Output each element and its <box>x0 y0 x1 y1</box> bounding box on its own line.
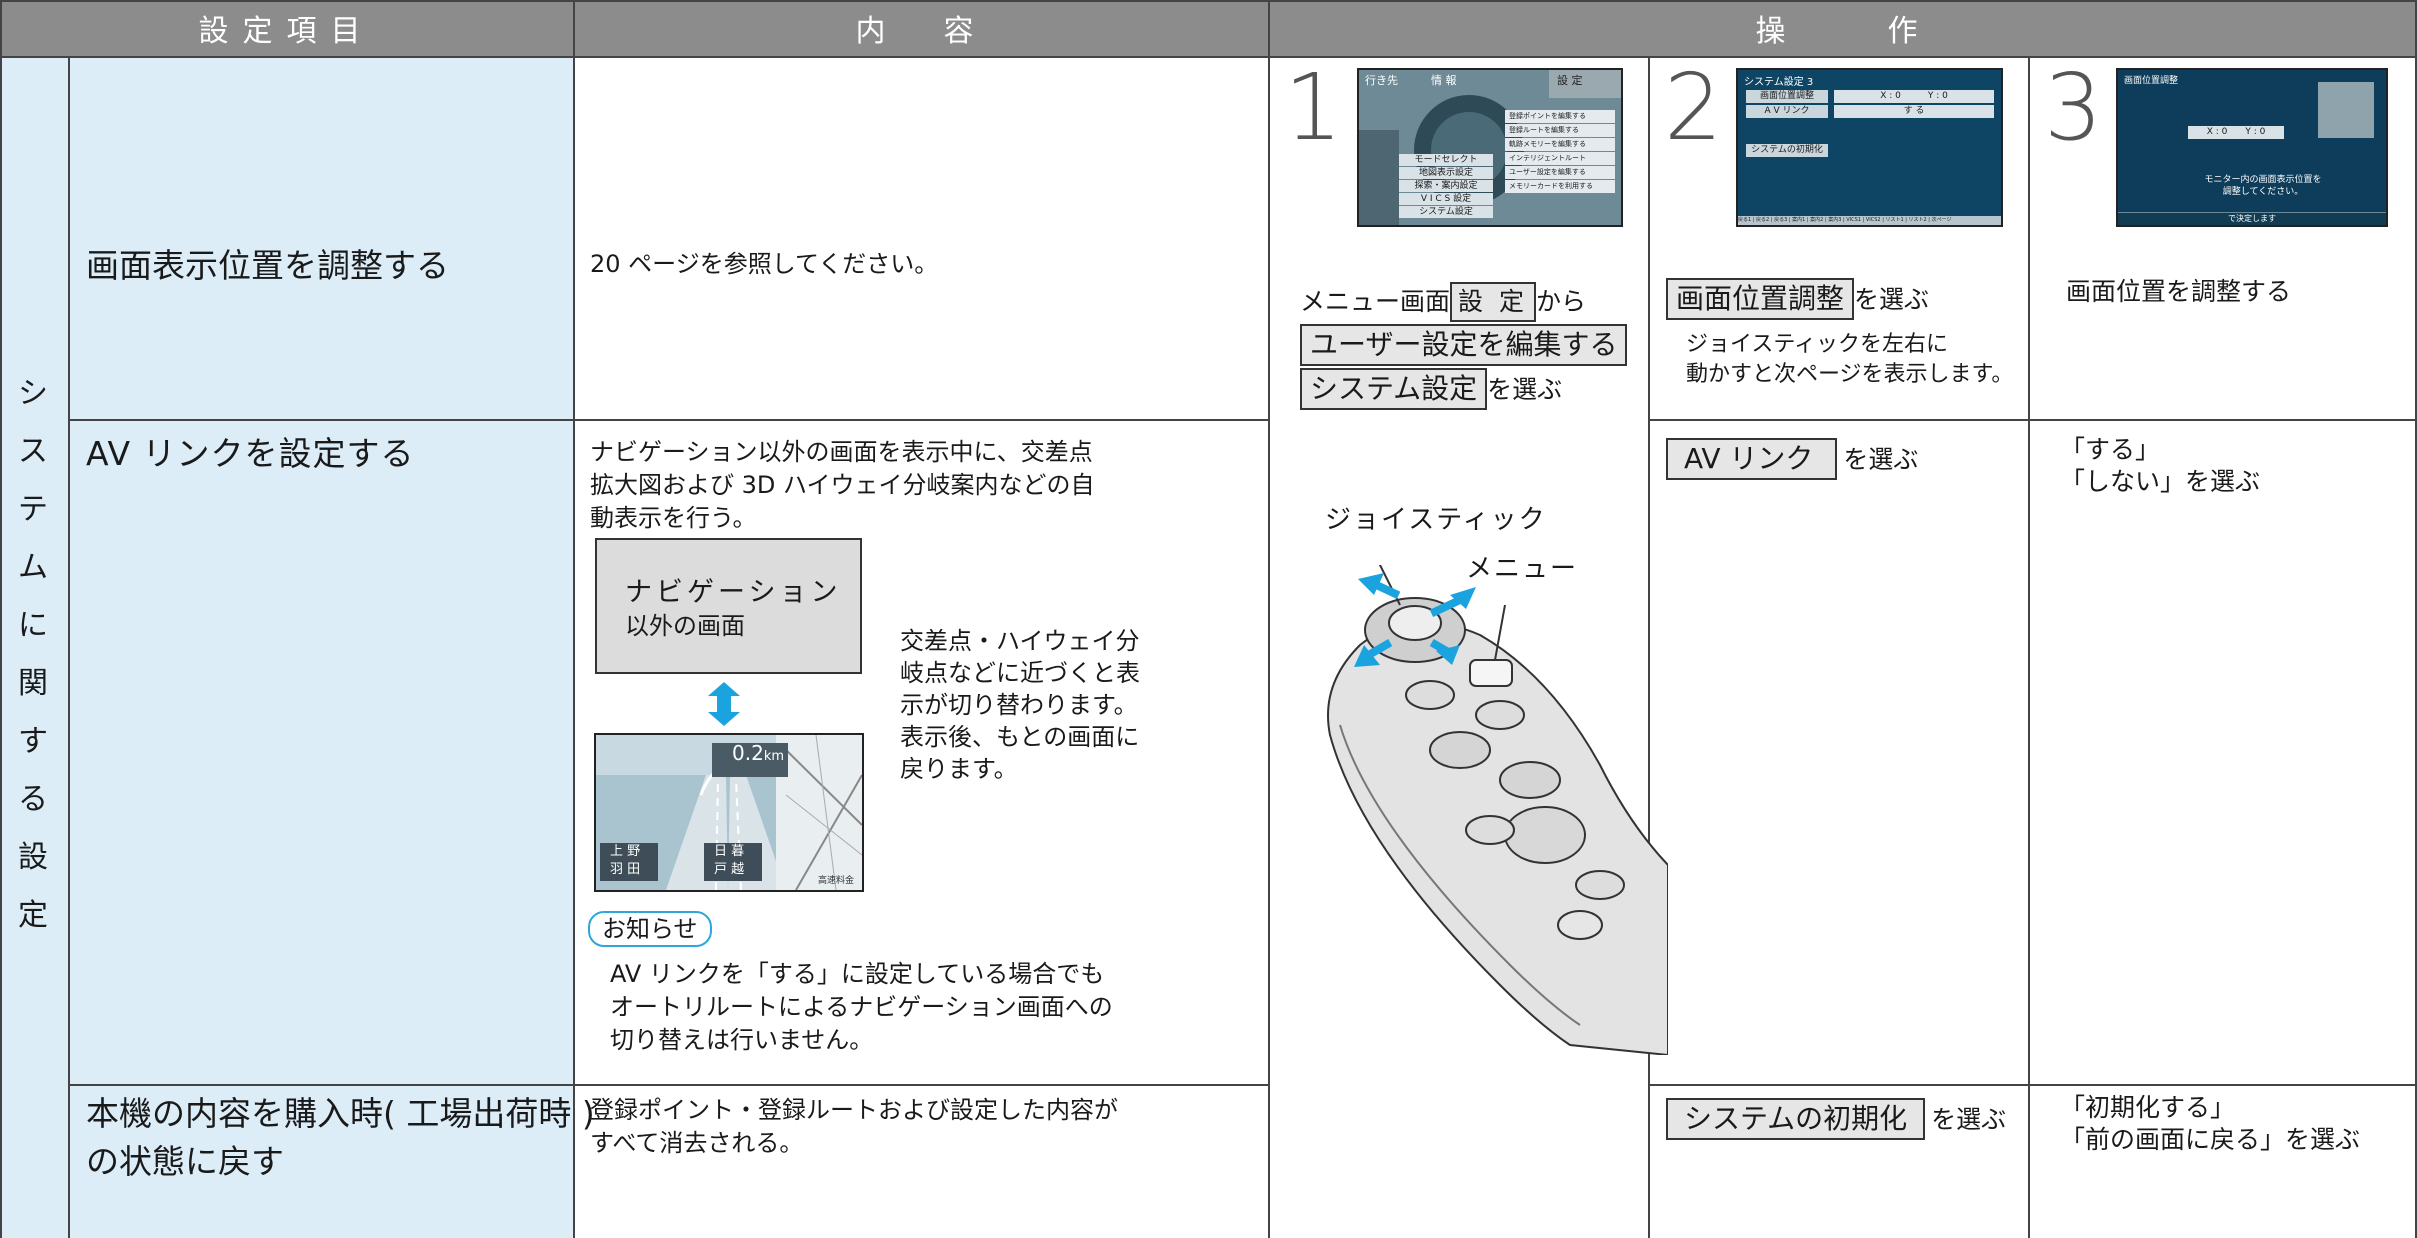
section-title-char: ス <box>18 434 48 469</box>
step3-bottom: で決定します <box>2118 212 2386 225</box>
step2-init: システムの初期化 <box>1746 144 1828 157</box>
step2-screen-title: システム設定 3 <box>1744 77 1814 88</box>
desc-screen-position: 20 ページを参照してください。 <box>590 250 939 278</box>
switch-note-line: 示が切り替わります。 <box>900 691 1138 719</box>
step1-left-menu: モードセレクト 地図表示設定 探索・案内設定 V I C S 設定 システム設定 <box>1399 154 1493 218</box>
switch-arrow-icon <box>708 682 740 726</box>
step2-row1-op: 画面位置調整を選ぶ <box>1666 278 1929 320</box>
section-title-char: る <box>18 782 48 817</box>
step1-instructions: メニュー画面設 定から ユーザー設定を編集する システム設定を選ぶ <box>1300 280 1628 412</box>
screen-position-button[interactable]: 画面位置調整 <box>1666 278 1855 320</box>
step3-message: モニター内の画面表示位置を 調整してください。 <box>2204 175 2322 197</box>
highway-distance: 0.2km <box>732 741 785 765</box>
nav-box-line: ナビゲーション <box>625 577 842 608</box>
notice-label: お知らせ <box>588 911 712 947</box>
section-title-char: テ <box>18 492 48 527</box>
step3-screen-title: 画面位置調整 <box>2124 76 2179 86</box>
step1-menu-screen: 行き先 情 報 設 定 モードセレクト 地図表示設定 探索・案内設定 V I C… <box>1357 68 1623 227</box>
step2-row1-note: ジョイスティックを左右に 動かすと次ページを表示します。 <box>1686 332 2014 387</box>
header-content: 内 容 <box>575 0 1268 56</box>
highway-junction-screen: 0.2km 上 野羽 田 日 暮戸 越 高速料金 <box>594 733 864 892</box>
step3-number: 3 <box>2044 54 2103 161</box>
av-link-button[interactable]: AV リンク <box>1666 438 1838 480</box>
item-factory-reset: 本機の内容を購入時( 工場出荷時 ) の状態に戻す <box>86 1094 595 1181</box>
remote-control-icon <box>1327 565 1668 1055</box>
desc-factory-reset: 登録ポイント・登録ルートおよび設定した内容が すべて消去される。 <box>590 1096 1118 1157</box>
step2-row: A V リンク <box>1746 105 1828 118</box>
section-title-char: 定 <box>18 898 48 933</box>
section-title-char: ム <box>18 550 48 585</box>
menu-label: メニュー <box>1466 554 1579 584</box>
notice-line: AV リンクを「する」に設定している場合でも <box>610 960 1105 988</box>
nav-screen-box: ナビゲーション 以外の画面 <box>595 538 862 674</box>
notice-line: オートリルートによるナビゲーション画面への <box>610 993 1113 1021</box>
item-screen-position: 画面表示位置を調整する <box>86 246 449 285</box>
desc-line: 動表示を行う。 <box>590 504 757 532</box>
section-title-char: 設 <box>18 840 48 875</box>
desc-av-link: ナビゲーション以外の画面を表示中に、交差点 拡大図および 3D ハイウェイ分岐案… <box>590 436 1095 535</box>
highway-right-names: 日 暮戸 越 <box>714 844 745 877</box>
switch-note-line: 岐点などに近づくと表 <box>900 659 1140 687</box>
notice-line: 切り替えは行いません。 <box>610 1026 874 1054</box>
step2-row: 画面位置調整 <box>1746 90 1828 103</box>
step1-tab: 設 定 <box>1557 74 1583 87</box>
step1-tab: 情 報 <box>1431 74 1457 87</box>
step3-pattern <box>2318 82 2374 138</box>
notice-text: AV リンクを「する」に設定している場合でも オートリルートによるナビゲーション… <box>610 958 1113 1057</box>
step1-right-menu: 登録ポイントを編集する 登録ルートを編集する 軌跡メモリーを編集する インテリジ… <box>1505 110 1615 193</box>
highway-left-names: 上 野羽 田 <box>610 844 641 877</box>
step1-number: 1 <box>1284 54 1343 161</box>
switch-note-line: 交差点・ハイウェイ分 <box>900 627 1140 655</box>
desc-line: 拡大図および 3D ハイウェイ分岐案内などの自 <box>590 471 1095 499</box>
highway-tag: 高速料金 <box>818 876 855 886</box>
system-settings-button[interactable]: システム設定 <box>1300 368 1488 410</box>
step1-tab: 行き先 <box>1365 74 1398 87</box>
joystick-label: ジョイスティック <box>1325 505 1547 535</box>
step2-system-settings-screen: システム設定 3 画面位置調整 A V リンク X : 0 Y : 0 す る … <box>1736 68 2003 227</box>
item-column-bg <box>70 57 573 1238</box>
header-operation: 操 作 <box>1270 0 2417 56</box>
highway-illustration <box>596 735 862 890</box>
desc-line: ナビゲーション以外の画面を表示中に、交差点 <box>590 438 1093 466</box>
section-column-bg <box>0 57 68 1238</box>
settings-button[interactable]: 設 定 <box>1450 282 1536 322</box>
section-title-char: に <box>18 608 48 643</box>
nav-box-line: 以外の画面 <box>625 612 745 640</box>
system-init-button[interactable]: システムの初期化 <box>1666 1098 1926 1140</box>
section-title-char: シ <box>18 376 48 411</box>
step2-row2-op: AV リンクを選ぶ <box>1666 438 1918 480</box>
step3-row2-op: 「する」 「しない」を選ぶ <box>2060 435 2261 496</box>
step3-row1-op: 画面位置を調整する <box>2066 277 2292 306</box>
header-settings: 設定項目 <box>0 0 573 56</box>
step2-row3-op: システムの初期化を選ぶ <box>1666 1098 2006 1140</box>
step3-screen-adjust: 画面位置調整 X : 0 Y : 0 モニター内の画面表示位置を 調整してくださ… <box>2116 68 2388 227</box>
switch-note-line: 戻ります。 <box>900 755 1018 783</box>
switch-note-line: 表示後、もとの画面に <box>900 723 1140 751</box>
edit-user-settings-button[interactable]: ユーザー設定を編集する <box>1300 324 1628 366</box>
section-title-char: す <box>18 724 48 759</box>
section-title-char: 関 <box>18 666 48 701</box>
step2-bottom-bar: 戻る1 | 戻る2 | 戻る3 | 案内1 | 案内2 | 案内3 | VICS… <box>1738 216 2001 225</box>
step2-number: 2 <box>1664 54 1723 161</box>
step2-suru: す る <box>1834 105 1994 118</box>
step3-row3-op: 「初期化する」 「前の画面に戻る」を選ぶ <box>2060 1093 2361 1154</box>
switch-note: 交差点・ハイウェイ分 岐点などに近づくと表 示が切り替わります。 表示後、もとの… <box>900 625 1140 785</box>
step2-xy: X : 0 Y : 0 <box>1834 90 1994 103</box>
item-av-link: AV リンクを設定する <box>86 434 415 473</box>
step3-xy: X : 0 Y : 0 <box>2188 126 2284 139</box>
